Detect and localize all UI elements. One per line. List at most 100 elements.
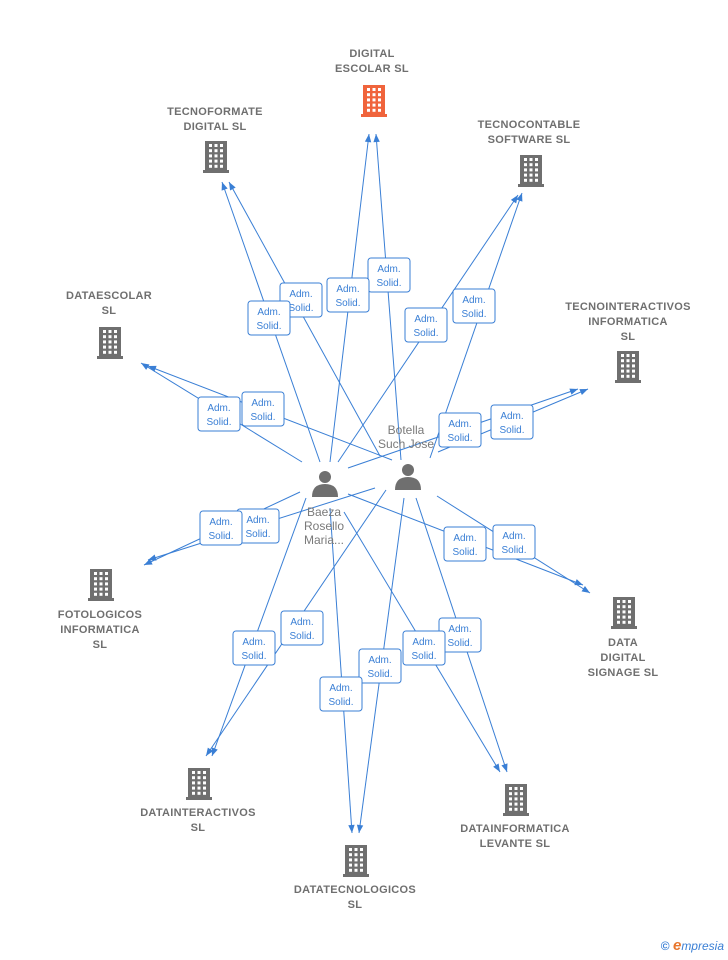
company-name: SL [191, 822, 206, 834]
relation-label-text: Solid. [461, 309, 486, 320]
edge-line [375, 133, 402, 461]
relation-label-text: Adm. [207, 403, 230, 414]
company-name: INFORMATICA [60, 624, 139, 636]
relation-label: Adm.Solid. [241, 391, 285, 427]
relation-label-text: Adm. [412, 637, 435, 648]
building-window [514, 802, 518, 806]
person-name: Rosello [304, 519, 344, 533]
building-window [192, 776, 195, 780]
building-window [360, 863, 363, 867]
relation-label-text: Adm. [242, 637, 265, 648]
building-window [103, 350, 106, 354]
building-window [197, 771, 201, 774]
company-name: DIGITAL [349, 48, 394, 60]
building-window [520, 787, 523, 790]
relation-label-text: Adm. [257, 307, 280, 318]
relation-label-box [232, 630, 276, 666]
company-name: DATA [608, 637, 638, 649]
building-window [632, 369, 635, 373]
edge-arrowhead [148, 554, 157, 561]
person-body [395, 477, 421, 490]
relation-label-text: Adm. [462, 295, 485, 306]
building-window [378, 108, 381, 112]
building-window [621, 354, 624, 357]
building-window [509, 792, 512, 796]
building-window [214, 154, 218, 158]
building-window [622, 610, 626, 614]
building-window [617, 615, 620, 619]
relation-label-text: Adm. [329, 683, 352, 694]
person-name: Baeza [307, 505, 341, 519]
relation-label-box [358, 648, 402, 684]
edges-layer [140, 133, 591, 834]
edge-arrowhead [141, 363, 150, 370]
building-window [628, 610, 631, 614]
building-window [108, 350, 112, 354]
relation-label-text: Adm. [209, 517, 232, 528]
building-window [105, 592, 108, 596]
person-head [402, 464, 414, 476]
building-window [99, 577, 103, 581]
building-window [367, 88, 370, 91]
company-name: TECNOINTERACTIVOS [565, 301, 691, 313]
building-window [617, 605, 620, 609]
relation-label: Adm.Solid. [319, 676, 363, 712]
building-window [535, 158, 538, 161]
building-window [214, 149, 218, 153]
building-window [529, 158, 533, 161]
relation-label-box [492, 524, 536, 560]
company-name: DATAINFORMATICA [460, 823, 570, 835]
building-window [203, 776, 206, 780]
building-window [209, 149, 212, 153]
relation-label-text: Solid. [411, 651, 436, 662]
building-icon [518, 155, 544, 187]
edge-arrowhead [221, 182, 228, 191]
relation-label: Adm.Solid. [280, 610, 324, 646]
company-name: FOTOLOGICOS [58, 609, 142, 621]
relation-label-text: Adm. [448, 624, 471, 635]
relation-label-text: Solid. [499, 425, 524, 436]
relation-label-text: Solid. [501, 545, 526, 556]
building-window [626, 374, 630, 378]
building-window [378, 88, 381, 91]
company-name: INFORMATICA [588, 316, 667, 328]
relation-label-text: Solid. [256, 321, 281, 332]
company-name: SL [93, 639, 108, 651]
relation-label-text: Adm. [336, 284, 359, 295]
building-window [349, 868, 352, 872]
relation-label-text: Solid. [206, 417, 231, 428]
building-window [378, 103, 381, 107]
company-name: DIGITAL SL [183, 121, 246, 133]
relation-label: Adm. Solid. [452, 288, 496, 324]
building-window [621, 364, 624, 368]
building-window [349, 858, 352, 862]
building-window [632, 359, 635, 363]
person-node[interactable]: BaezaRoselloMaria... [304, 471, 344, 547]
relation-label-text: Adm. [246, 515, 269, 526]
building-window [209, 144, 212, 147]
edge-arrowhead [356, 824, 364, 833]
edge-arrowhead [574, 579, 583, 586]
building-base [361, 114, 387, 117]
relation-label-box [404, 307, 448, 343]
building-window [524, 163, 527, 167]
building-window [197, 786, 201, 790]
relation-label: Adm.Solid. [236, 508, 280, 544]
edge-arrowhead [569, 388, 578, 395]
relation-label: Adm.Solid. [438, 412, 482, 448]
building-window [520, 797, 523, 801]
building-window [617, 600, 620, 603]
company-node[interactable]: FOTOLOGICOS INFORMATICA SL [58, 569, 142, 651]
relation-label: Adm.Solid. [367, 257, 411, 293]
building-window [372, 103, 376, 107]
